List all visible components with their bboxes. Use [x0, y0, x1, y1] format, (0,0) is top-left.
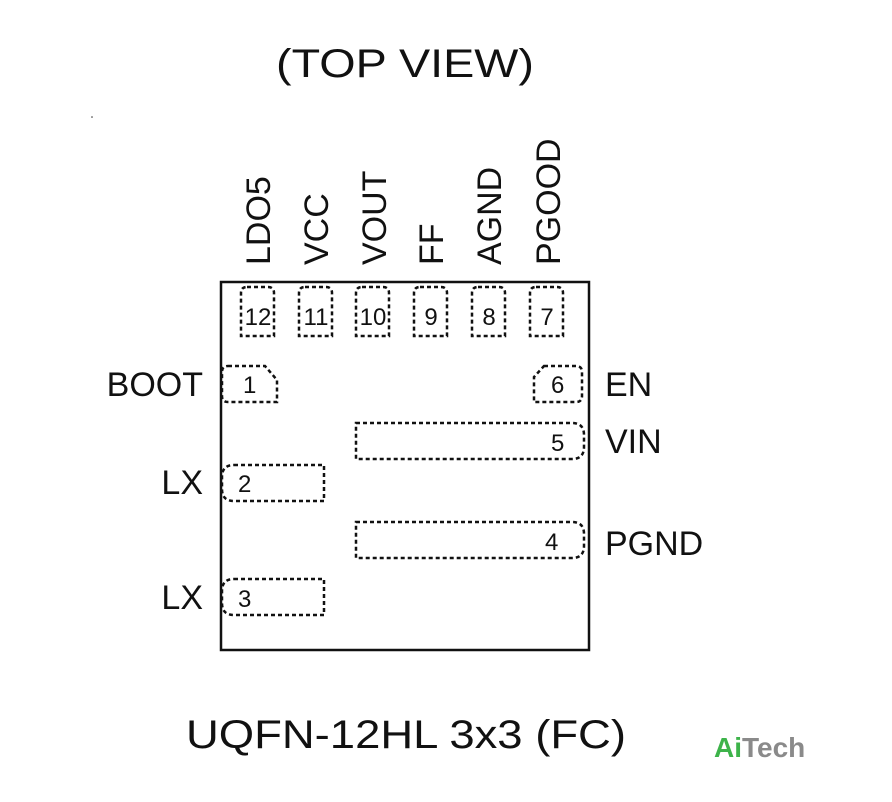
- pad-8: [470, 285, 507, 338]
- logo: AiTech: [714, 732, 805, 763]
- pin-number-4: 4: [545, 529, 558, 556]
- pin-name-ff: FF: [413, 223, 451, 265]
- pin-name-vout: VOUT: [356, 171, 394, 265]
- pad-1: [220, 364, 279, 404]
- pin-name-en: EN: [605, 366, 652, 404]
- pad-6: [532, 364, 584, 404]
- pin-name-boot: BOOT: [107, 366, 203, 404]
- diagram-title: (TOP VIEW): [276, 42, 534, 86]
- pin-number-6: 6: [551, 372, 564, 399]
- pin-number-1: 1: [243, 372, 256, 399]
- pad-4: [354, 520, 586, 560]
- pin-name-pgnd: PGND: [605, 525, 703, 563]
- pin-name-lx-3: LX: [161, 579, 203, 617]
- pad-7: [528, 285, 565, 338]
- pin-number-5: 5: [551, 430, 564, 457]
- package-body: [219, 280, 591, 652]
- pin-number-9: 9: [424, 304, 437, 331]
- pin-name-pgood: PGOOD: [530, 138, 568, 265]
- pin-number-7: 7: [540, 304, 553, 331]
- pin-name-agnd: AGND: [471, 167, 509, 265]
- pin-number-12: 12: [245, 304, 272, 331]
- pin-number-2: 2: [238, 471, 251, 498]
- pad-10: [354, 285, 391, 338]
- pin-name-vcc: VCC: [298, 193, 336, 265]
- pin-number-10: 10: [360, 304, 387, 331]
- stray-dot: [91, 116, 93, 118]
- pad-5: [354, 421, 586, 461]
- pin-name-ldo5: LDO5: [240, 176, 278, 265]
- pin-number-3: 3: [238, 586, 251, 613]
- pin-name-lx-2: LX: [161, 464, 203, 502]
- pad-9: [412, 285, 449, 338]
- logo-tech: Tech: [742, 732, 805, 763]
- pad-2: [220, 463, 326, 503]
- package-label: UQFN-12HL 3x3 (FC): [186, 713, 626, 757]
- pin-name-vin: VIN: [605, 423, 662, 461]
- pin-number-8: 8: [482, 304, 495, 331]
- pin-number-11: 11: [304, 304, 329, 331]
- pad-12: [239, 285, 276, 338]
- pad-3: [220, 577, 326, 617]
- logo-ai: Ai: [714, 732, 742, 763]
- pad-11: [297, 285, 334, 338]
